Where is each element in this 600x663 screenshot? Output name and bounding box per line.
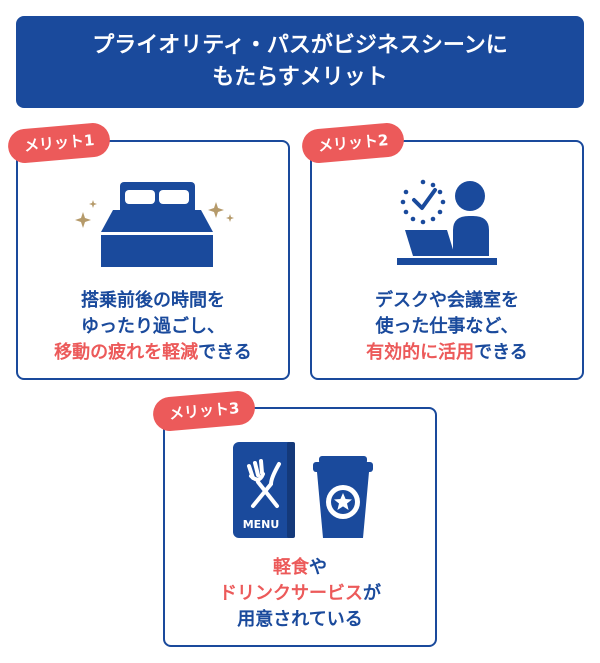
merit-3-line2-rest: が bbox=[363, 583, 381, 604]
merit-3-line1: 軽食や bbox=[165, 555, 435, 581]
merit-2-line1: デスクや会議室を bbox=[375, 290, 519, 311]
laptop-worker-icon bbox=[397, 179, 497, 265]
merit-2-line2: 使った仕事など、 bbox=[375, 316, 519, 337]
merit-card-1: 搭乗前後の時間を ゆったり過ごし、 移動の疲れを軽減できる bbox=[16, 140, 290, 380]
merit-1-line2: ゆったり過ごし、 bbox=[81, 316, 225, 337]
sparkle-icon bbox=[75, 212, 91, 228]
merit-3-line2: ドリンクサービスが bbox=[165, 581, 435, 607]
merit-3-line3: 用意されている bbox=[237, 609, 363, 630]
sparkle-icon bbox=[208, 202, 224, 218]
merit-2-line3-rest: できる bbox=[474, 342, 528, 363]
merit-3-line1-rest: や bbox=[309, 557, 327, 578]
page-title-line2: もたらすメリット bbox=[212, 65, 388, 90]
merit-card-1-text: 搭乗前後の時間を ゆったり過ごし、 移動の疲れを軽減できる bbox=[18, 288, 288, 366]
merit-card-2-text: デスクや会議室を 使った仕事など、 有効的に活用できる bbox=[312, 288, 582, 366]
sparkle-icon bbox=[226, 214, 234, 222]
fork-knife-icon bbox=[247, 459, 281, 508]
page-title: プライオリティ・パスがビジネスシーンに もたらすメリット bbox=[16, 16, 584, 108]
merit-card-3-text: 軽食や ドリンクサービスが 用意されている bbox=[165, 555, 435, 633]
merit-1-line3-rest: できる bbox=[198, 342, 252, 363]
merit-3-highlight-1: 軽食 bbox=[273, 557, 309, 578]
merit-3-highlight-2: ドリンクサービス bbox=[219, 583, 363, 604]
merit-1-line1: 搭乗前後の時間を bbox=[81, 290, 225, 311]
merit-1-highlight: 移動の疲れを軽減 bbox=[54, 342, 199, 363]
merit-card-2: デスクや会議室を 使った仕事など、 有効的に活用できる bbox=[310, 140, 584, 380]
bed-icon bbox=[75, 182, 234, 267]
page-title-line1: プライオリティ・パスがビジネスシーンに bbox=[92, 33, 508, 58]
menu-book-icon: MENU bbox=[233, 442, 295, 538]
menu-and-coffee-icon: MENU bbox=[233, 442, 373, 538]
merit-card-3: MENU 軽食や ドリンクサービスが 用意されている bbox=[163, 407, 437, 647]
sparkle-icon bbox=[89, 200, 97, 208]
merit-2-line3: 有効的に活用できる bbox=[312, 340, 582, 366]
coffee-cup-icon bbox=[313, 456, 373, 538]
merit-1-line3: 移動の疲れを軽減できる bbox=[18, 340, 288, 366]
menu-label: MENU bbox=[243, 518, 280, 531]
merit-2-highlight: 有効的に活用 bbox=[366, 342, 475, 363]
clock-icon bbox=[400, 179, 446, 225]
